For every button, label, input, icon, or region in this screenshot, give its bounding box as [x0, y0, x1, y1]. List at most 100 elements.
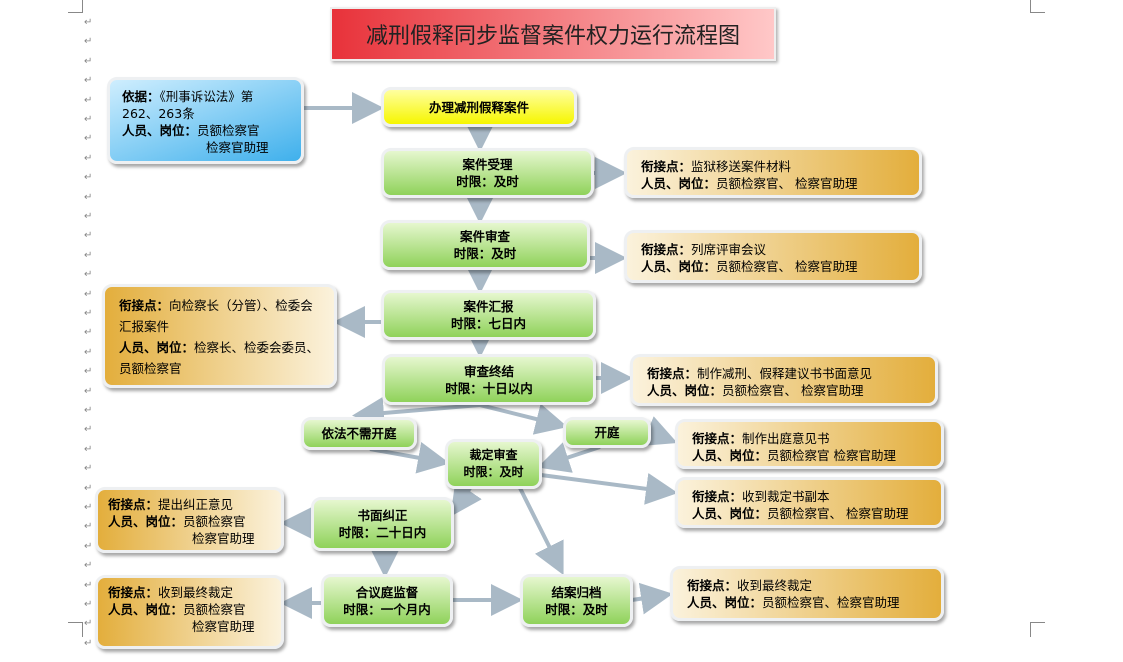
label: 人员、岗位：: [119, 340, 195, 355]
link-box-8: 衔接点：收到最终裁定人员、岗位：员额检察官检察官助理: [95, 575, 284, 649]
label: 人员、岗位：: [108, 602, 184, 617]
step-limit: 时限：及时: [456, 174, 519, 189]
label: 人员、岗位：: [122, 123, 198, 138]
paragraph-mark: ↵: [84, 521, 93, 533]
arrow: [479, 403, 568, 435]
link-text: 制作出庭意见书: [742, 431, 830, 446]
arrow: [369, 441, 450, 474]
link-text: 制作减刑、假释建议书书面意见: [697, 366, 873, 381]
paragraph-mark: ↵: [84, 133, 93, 145]
step-name: 开庭: [594, 425, 620, 440]
label: 人员、岗位：: [647, 383, 723, 398]
staff: 员额检察官: [183, 514, 246, 529]
paragraph-mark: ↵: [84, 346, 93, 358]
step-name: 案件汇报: [463, 299, 514, 314]
paragraph-mark: ↵: [84, 152, 93, 164]
step-name: 案件受理: [462, 157, 513, 172]
arrow: [540, 473, 678, 505]
step-name: 结案归档: [551, 584, 602, 600]
staff: 员额检察官、 检察官助理: [716, 176, 858, 191]
label: 衔接点：: [108, 585, 159, 600]
staff: 员额检察官: [197, 123, 260, 138]
paragraph-mark: ↵: [84, 502, 93, 513]
step-conclude: 审查终结时限：十日以内: [382, 354, 596, 405]
paragraph-mark: ↵: [84, 269, 93, 281]
margin-mark: [68, 0, 83, 13]
label: 衔接点：: [108, 497, 159, 512]
paragraph-mark: ↵: [84, 308, 93, 319]
step-name: 依法不需开庭: [321, 426, 397, 441]
link-box-5: 衔接点：制作出庭意见书人员、岗位：员额检察官 检察官助理: [675, 419, 944, 469]
staff: 员额检察官、 检察官助理: [722, 383, 864, 398]
link-box-9: 衔接点：收到最终裁定人员、岗位：员额检察官、检察官助理: [670, 566, 944, 621]
label: 人员、岗位：: [641, 259, 717, 274]
label: 衔接点：: [641, 159, 692, 174]
paragraph-mark: ↵: [84, 249, 93, 261]
link-box-3: 衔接点：向检察长（分管）、检委会汇报案件人员、岗位：检察长、检委会委员、员额检察…: [102, 284, 337, 388]
step-limit: 时限：七日内: [450, 316, 526, 331]
step-name: 合议庭监督: [355, 584, 419, 600]
staff: 员额检察官: [183, 602, 246, 617]
label: 衔接点：: [641, 242, 692, 257]
page-title: 减刑假释同步监督案件权力运行流程图: [330, 7, 776, 61]
paragraph-mark: ↵: [84, 579, 93, 591]
label: 人员、岗位：: [687, 595, 763, 610]
label: 人员、岗位：: [692, 448, 768, 463]
step-written: 书面纠正时限：二十日内: [311, 497, 454, 551]
paragraph-mark: ↵: [84, 230, 93, 242]
paragraph-mark: ↵: [84, 560, 93, 572]
label: 衔接点：: [692, 489, 743, 504]
paragraph-mark: ↵: [84, 405, 93, 416]
label: 人员、岗位：: [108, 514, 184, 529]
label: 人员、岗位：: [641, 176, 717, 191]
paragraph-mark: ↵: [84, 211, 93, 222]
paragraph-mark: ↵: [84, 424, 93, 436]
paragraph-mark: ↵: [84, 172, 93, 184]
link-box-1: 衔接点：监狱移送案件材料人员、岗位：员额检察官、 检察官助理: [624, 147, 922, 198]
staff: 员额检察官、 检察官助理: [716, 259, 858, 274]
paragraph-mark: ↵: [84, 637, 93, 649]
link-box-2: 衔接点：列席评审会议人员、岗位：员额检察官、 检察官助理: [624, 230, 922, 283]
paragraph-mark: ↵: [84, 75, 93, 87]
arrow: [450, 481, 482, 517]
label: 衔接点：: [692, 431, 743, 446]
step-panel: 合议庭监督时限：一个月内: [321, 574, 453, 627]
link-text: 向检察长（分管）、检委会汇报案件: [119, 298, 313, 334]
paragraph-mark: ↵: [84, 191, 93, 203]
step-limit: 时限：一个月内: [343, 601, 431, 617]
staff: 检察官助理: [206, 140, 269, 155]
link-text: 收到最终裁定: [737, 578, 813, 593]
paragraph-mark: ↵: [84, 463, 93, 475]
paragraph-mark: ↵: [84, 385, 93, 397]
link-text: 提出纠正意见: [158, 497, 234, 512]
paragraph-mark: ↵: [84, 288, 93, 300]
margin-mark: [1030, 622, 1045, 637]
label: 衔接点：: [647, 366, 698, 381]
arrow: [518, 487, 564, 576]
paragraph-mark: ↵: [84, 599, 93, 610]
margin-mark: [68, 622, 83, 637]
step-name: 书面纠正: [357, 508, 408, 523]
arrow: [352, 397, 481, 429]
staff: 检察官助理: [192, 619, 255, 634]
staff: 员额检察官 检察官助理: [767, 448, 896, 463]
step-limit: 时限：及时: [545, 601, 608, 617]
paragraph-mark: ↵: [84, 366, 93, 378]
staff: 员额检察官、检察官助理: [762, 595, 900, 610]
basis-box: 依据：《刑事诉讼法》第262、263条 人员、岗位：员额检察官 检察官助理: [107, 77, 304, 164]
label: 依据：: [122, 89, 160, 104]
staff: 检察长、检委会委员、员额检察官: [119, 340, 320, 376]
link-text: 监狱移送案件材料: [691, 159, 792, 174]
link-box-7: 衔接点：提出纠正意见人员、岗位：员额检察官检察官助理: [95, 487, 284, 553]
arrow: [631, 582, 673, 615]
paragraph-mark: ↵: [84, 443, 93, 455]
step-limit: 时限：及时: [463, 465, 524, 479]
paragraph-mark: ↵: [84, 482, 93, 494]
label: 人员、岗位：: [692, 506, 768, 521]
step-hearing: 开庭: [563, 417, 651, 448]
step-report: 案件汇报时限：七日内: [381, 290, 596, 340]
paragraph-mark: ↵: [84, 94, 93, 106]
step-accept: 案件受理时限：及时: [381, 148, 594, 198]
paragraph-mark: ↵: [84, 36, 93, 48]
